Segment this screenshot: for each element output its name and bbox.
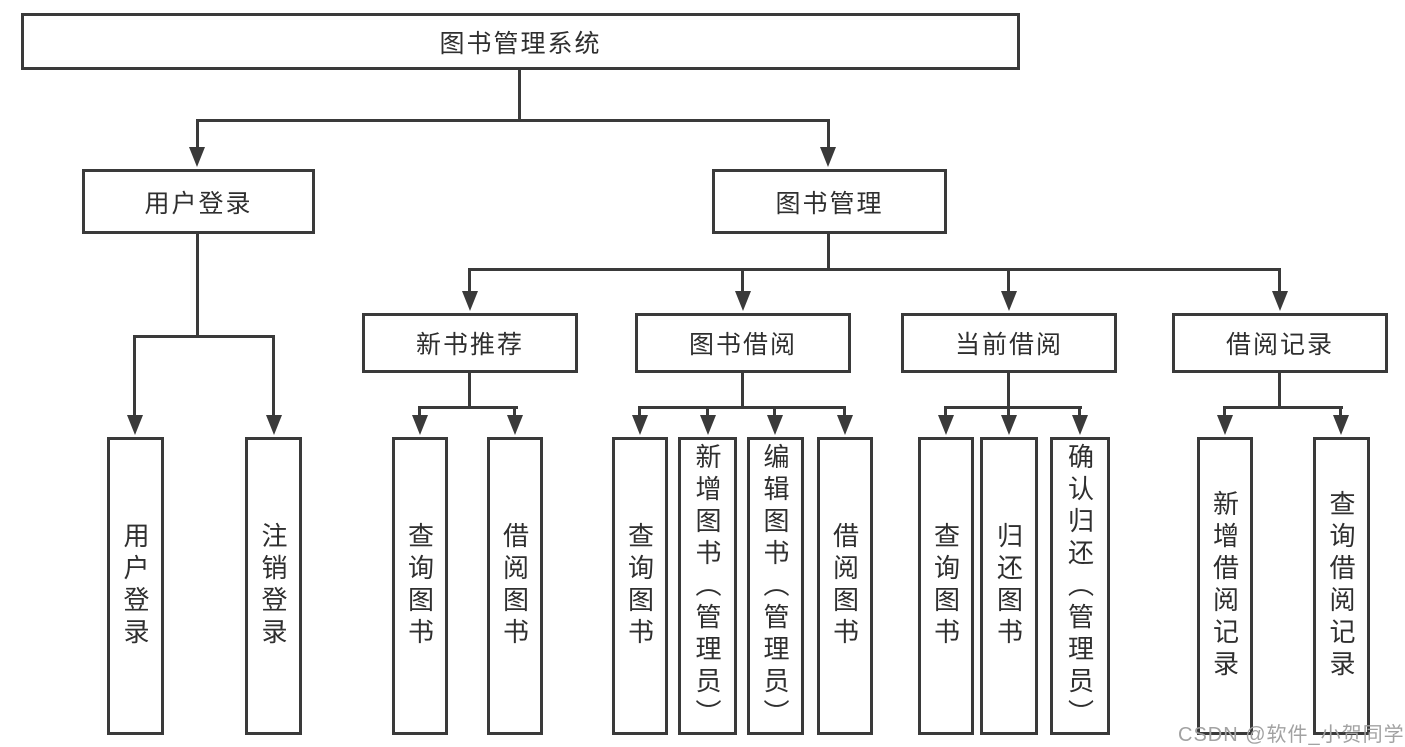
connector-bookmgmt-hline: [468, 268, 1281, 271]
leaf-user-login: 用户登录: [107, 437, 164, 735]
node-user-login: 用户登录: [82, 169, 315, 234]
arrowhead-icon: [462, 291, 478, 311]
csdn-watermark: CSDN @软件_小贺同学: [1178, 724, 1405, 746]
connector-bookmgmt-arrow3-line: [1007, 268, 1010, 292]
connector-root-stem: [518, 69, 521, 119]
leaf-recommend-borrow-book: 借阅图书: [487, 437, 543, 735]
connector-recommend-arrow2-line: [513, 406, 516, 417]
arrowhead-icon: [1272, 291, 1288, 311]
node-current-borrow: 当前借阅: [901, 313, 1117, 373]
arrowhead-icon: [412, 415, 428, 435]
leaf-borrow-query-book: 查询图书: [612, 437, 668, 735]
connector-root-arrow-left-line: [196, 119, 199, 149]
connector-record-arrow1-line: [1223, 406, 1226, 417]
connector-current-arrow1-line: [944, 406, 947, 417]
arrowhead-icon: [189, 147, 205, 167]
leaf-borrow-add-book-admin: 新增图书（管理员）: [678, 437, 737, 735]
connector-bookmgmt-arrow4-line: [1278, 268, 1281, 292]
arrowhead-icon: [837, 415, 853, 435]
arrowhead-icon: [767, 415, 783, 435]
connector-recommend-stem: [468, 373, 471, 409]
leaf-current-return-book: 归还图书: [980, 437, 1038, 735]
arrowhead-icon: [127, 415, 143, 435]
leaf-record-add: 新增借阅记录: [1197, 437, 1253, 735]
arrowhead-icon: [1217, 415, 1233, 435]
connector-root-arrow-right-line: [827, 119, 830, 149]
arrowhead-icon: [1001, 291, 1017, 311]
node-new-book-recommend: 新书推荐: [362, 313, 578, 373]
connector-bookmgmt-arrow2-line: [741, 268, 744, 292]
connector-userlogin-arrow1-line: [133, 335, 136, 415]
arrowhead-icon: [1333, 415, 1349, 435]
leaf-current-query-book: 查询图书: [918, 437, 974, 735]
leaf-borrow-edit-book-admin: 编辑图书（管理员）: [747, 437, 804, 735]
leaf-record-query: 查询借阅记录: [1313, 437, 1370, 735]
connector-current-hline: [944, 406, 1082, 409]
node-book-borrow: 图书借阅: [635, 313, 851, 373]
connector-record-arrow2-line: [1339, 406, 1342, 417]
arrowhead-icon: [735, 291, 751, 311]
arrowhead-icon: [266, 415, 282, 435]
connector-borrow-arrow3-line: [773, 406, 776, 417]
connector-bookmgmt-arrow1-line: [468, 268, 471, 292]
connector-bookmgmt-stem: [827, 234, 830, 270]
connector-recommend-hline: [418, 406, 518, 409]
connector-borrow-arrow1-line: [638, 406, 641, 417]
connector-current-stem: [1007, 373, 1010, 409]
leaf-recommend-query-book: 查询图书: [392, 437, 448, 735]
connector-userlogin-arrow2-line: [272, 335, 275, 415]
connector-borrow-stem: [741, 373, 744, 409]
leaf-logout: 注销登录: [245, 437, 302, 735]
arrowhead-icon: [1072, 415, 1088, 435]
arrowhead-icon: [700, 415, 716, 435]
connector-current-arrow2-line: [1007, 406, 1010, 417]
arrowhead-icon: [632, 415, 648, 435]
arrowhead-icon: [507, 415, 523, 435]
arrowhead-icon: [1001, 415, 1017, 435]
leaf-current-confirm-return-admin: 确认归还（管理员）: [1050, 437, 1110, 735]
connector-recommend-arrow1-line: [418, 406, 421, 417]
arrowhead-icon: [820, 147, 836, 167]
connector-root-hline: [196, 119, 830, 122]
arrowhead-icon: [938, 415, 954, 435]
connector-record-stem: [1278, 373, 1281, 409]
connector-borrow-arrow2-line: [706, 406, 709, 417]
connector-borrow-arrow4-line: [843, 406, 846, 417]
connector-borrow-hline: [638, 406, 846, 409]
connector-current-arrow3-line: [1078, 406, 1081, 417]
node-root: 图书管理系统: [21, 13, 1020, 70]
connector-record-hline: [1223, 406, 1343, 409]
leaf-borrow-borrow-book: 借阅图书: [817, 437, 873, 735]
connector-userlogin-hline: [133, 335, 275, 338]
node-book-management: 图书管理: [712, 169, 947, 234]
node-borrow-record: 借阅记录: [1172, 313, 1388, 373]
connector-userlogin-stem: [196, 234, 199, 335]
